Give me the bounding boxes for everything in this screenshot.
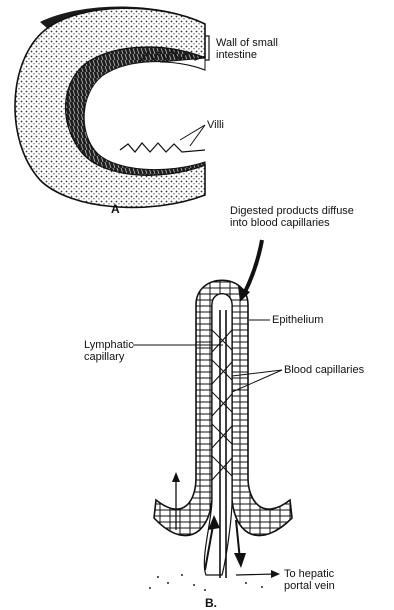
lymph-arrowhead bbox=[172, 472, 180, 482]
villi-label: Villi bbox=[207, 119, 224, 131]
digested-products-label: Digested products diffuse into blood cap… bbox=[230, 205, 360, 229]
wall-label: Wall of small intestine bbox=[216, 37, 306, 61]
hepatic-portal-label: To hepatic portal vein bbox=[284, 568, 364, 592]
intestine-cross-section bbox=[15, 7, 209, 208]
lymphatic-capillary-label: Lymphatic capillary bbox=[84, 339, 144, 363]
intestine-villi-surface bbox=[66, 47, 205, 175]
villi-leader-2 bbox=[190, 125, 205, 146]
figure-b-letter: B. bbox=[205, 597, 217, 609]
venule-arrowhead bbox=[234, 553, 246, 568]
villi-leader-1 bbox=[180, 125, 205, 140]
figure-a-letter: A bbox=[111, 203, 120, 215]
villus-detail bbox=[133, 240, 292, 591]
epithelium-label: Epithelium bbox=[272, 314, 323, 326]
intestine-wall bbox=[15, 8, 205, 207]
diffusion-arrow bbox=[244, 240, 262, 294]
lower-villi-edge bbox=[120, 143, 205, 152]
portal-arrowhead bbox=[271, 570, 280, 578]
blood-capillaries-label: Blood capillaries bbox=[284, 364, 364, 376]
portal-arrow bbox=[236, 574, 275, 575]
base-dots bbox=[149, 574, 263, 591]
